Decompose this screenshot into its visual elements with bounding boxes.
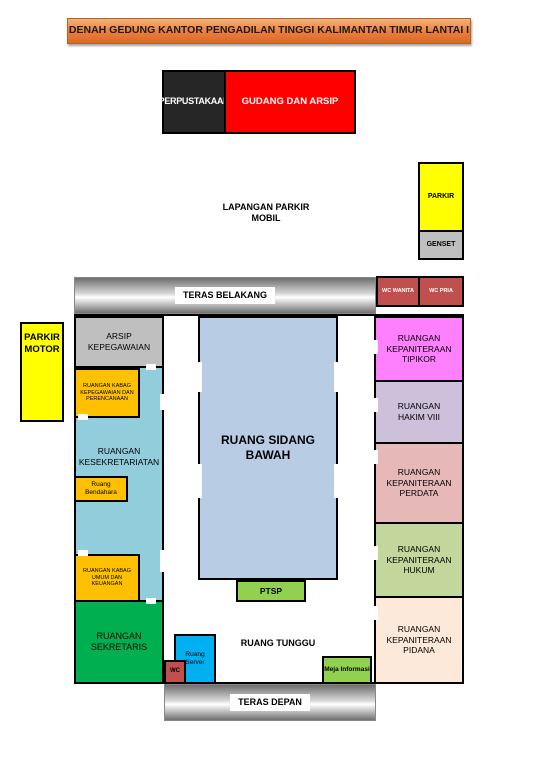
door-sidang-left-1 xyxy=(196,362,202,392)
page-title: DENAH GEDUNG KANTOR PENGADILAN TINGGI KA… xyxy=(67,18,471,44)
door-left-4 xyxy=(146,598,156,604)
motor-parking-line2: MOTOR xyxy=(24,343,60,355)
kepaniteraan-perdata-room: RUANGAN KEPANITERAAN PERDATA xyxy=(374,442,464,524)
ruang-sidang-room: RUANG SIDANG BAWAH xyxy=(198,316,338,580)
hakim-viii-room: RUANGAN HAKIM VIII xyxy=(374,380,464,444)
parking-lot-line1: LAPANGAN PARKIR xyxy=(222,201,310,212)
gudang-arsip-room: GUDANG DAN ARSIP xyxy=(224,70,356,134)
wc-pria-room: WC PRIA xyxy=(418,276,464,307)
motor-parking-line1: PARKIR xyxy=(24,332,60,343)
teras-belakang-label: TERAS BELAKANG xyxy=(174,286,275,305)
motor-parking-area: PARKIR MOTOR xyxy=(20,322,64,422)
door-left-6 xyxy=(78,550,88,556)
door-right-5 xyxy=(372,606,378,620)
door-right-2 xyxy=(372,398,378,412)
teras-depan: TERAS DEPAN xyxy=(164,684,376,721)
door-sidang-left-2 xyxy=(196,464,202,498)
kesekretariatan-label: RUANGAN KESEKRETARIATAN xyxy=(78,446,160,467)
parking-lot-label: LAPANGAN PARKIR MOBIL xyxy=(200,196,332,230)
door-sidang-right-2 xyxy=(334,464,340,498)
parkir-area: PARKIR xyxy=(418,162,464,232)
door-right-1 xyxy=(372,340,378,354)
meja-informasi-desk: Meja Informasi xyxy=(322,656,372,684)
arsip-kepegawaian-room: ARSIP KEPEGAWAIAN xyxy=(74,316,164,368)
kabag-umum-room: RUANGAN KABAG UMUM DAN KEUANGAN xyxy=(74,554,140,602)
door-right-3 xyxy=(372,450,378,464)
door-left-2 xyxy=(160,394,166,410)
parking-lot-line2: MOBIL xyxy=(251,213,281,223)
ptsp-counter: PTSP xyxy=(236,580,306,602)
sekretaris-room: RUANGAN SEKRETARIS xyxy=(74,600,164,684)
bendahara-room: Ruang Bendahara xyxy=(74,476,128,502)
ruang-server-room: Ruang Server xyxy=(174,634,216,684)
teras-belakang: TERAS BELAKANG xyxy=(74,277,376,314)
wc-small-room: WC xyxy=(164,660,186,684)
door-left-3 xyxy=(160,550,166,572)
kepaniteraan-hukum-room: RUANGAN KEPANITERAAN HUKUM xyxy=(374,522,464,598)
kabag-kepegawaian-room: RUANGAN KABAG KEPEGAWAIAN DAN PERENCANAA… xyxy=(74,368,140,418)
genset-room: GENSET xyxy=(418,230,464,260)
kepaniteraan-tipikor-room: RUANGAN KEPANITERAAN TIPIKOR xyxy=(374,316,464,382)
kepaniteraan-pidana-room: RUANGAN KEPANITERAAN PIDANA xyxy=(374,596,464,684)
wc-wanita-room: WC WANITA xyxy=(376,276,420,307)
ruang-tunggu-label: RUANG TUNGGU xyxy=(240,638,316,649)
door-right-4 xyxy=(372,546,378,560)
door-left-1 xyxy=(146,364,156,370)
teras-depan-label: TERAS DEPAN xyxy=(230,693,310,712)
door-left-5 xyxy=(78,414,88,420)
perpustakaan-room: PERPUSTAKAAN xyxy=(159,70,230,134)
door-sidang-right-1 xyxy=(334,362,340,392)
